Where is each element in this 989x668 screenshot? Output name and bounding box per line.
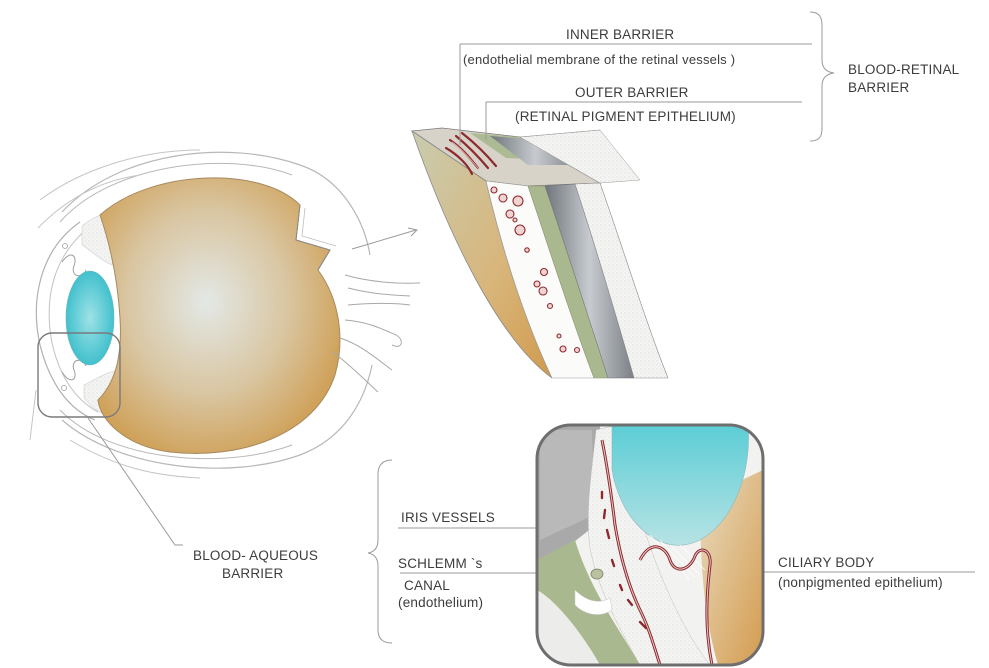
- schlemm-canal-label-line2: CANAL: [404, 578, 450, 594]
- ciliary-body-label: CILIARY BODY: [778, 555, 874, 571]
- outer-barrier-detail: (RETINAL PIGMENT EPITHELIUM): [515, 109, 736, 125]
- anterior-angle-inset: [537, 425, 763, 665]
- eyeball-illustration: [30, 150, 420, 478]
- schlemm-canal-label-line1: SCHLEMM `s: [398, 556, 483, 572]
- iris-vessels-label: IRIS VESSELS: [401, 510, 495, 526]
- blood-retinal-label-line2: BARRIER: [848, 80, 909, 96]
- inner-barrier-label: INNER BARRIER: [566, 27, 674, 43]
- blood-aqueous-label-line2: BARRIER: [222, 566, 283, 582]
- schlemm-canal-label-line3: (endothelium): [398, 595, 483, 611]
- retina-cross-section: [412, 128, 668, 378]
- outer-barrier-label: OUTER BARRIER: [575, 85, 689, 101]
- blood-aqueous-label-line1: BLOOD- AQUEOUS: [193, 548, 318, 564]
- blood-retinal-label-line1: BLOOD-RETINAL: [848, 62, 959, 78]
- inner-barrier-detail: (endothelial membrane of the retinal ves…: [463, 52, 735, 68]
- ciliary-body-detail: (nonpigmented epithelium): [778, 575, 943, 591]
- retina-arrow: [352, 228, 417, 249]
